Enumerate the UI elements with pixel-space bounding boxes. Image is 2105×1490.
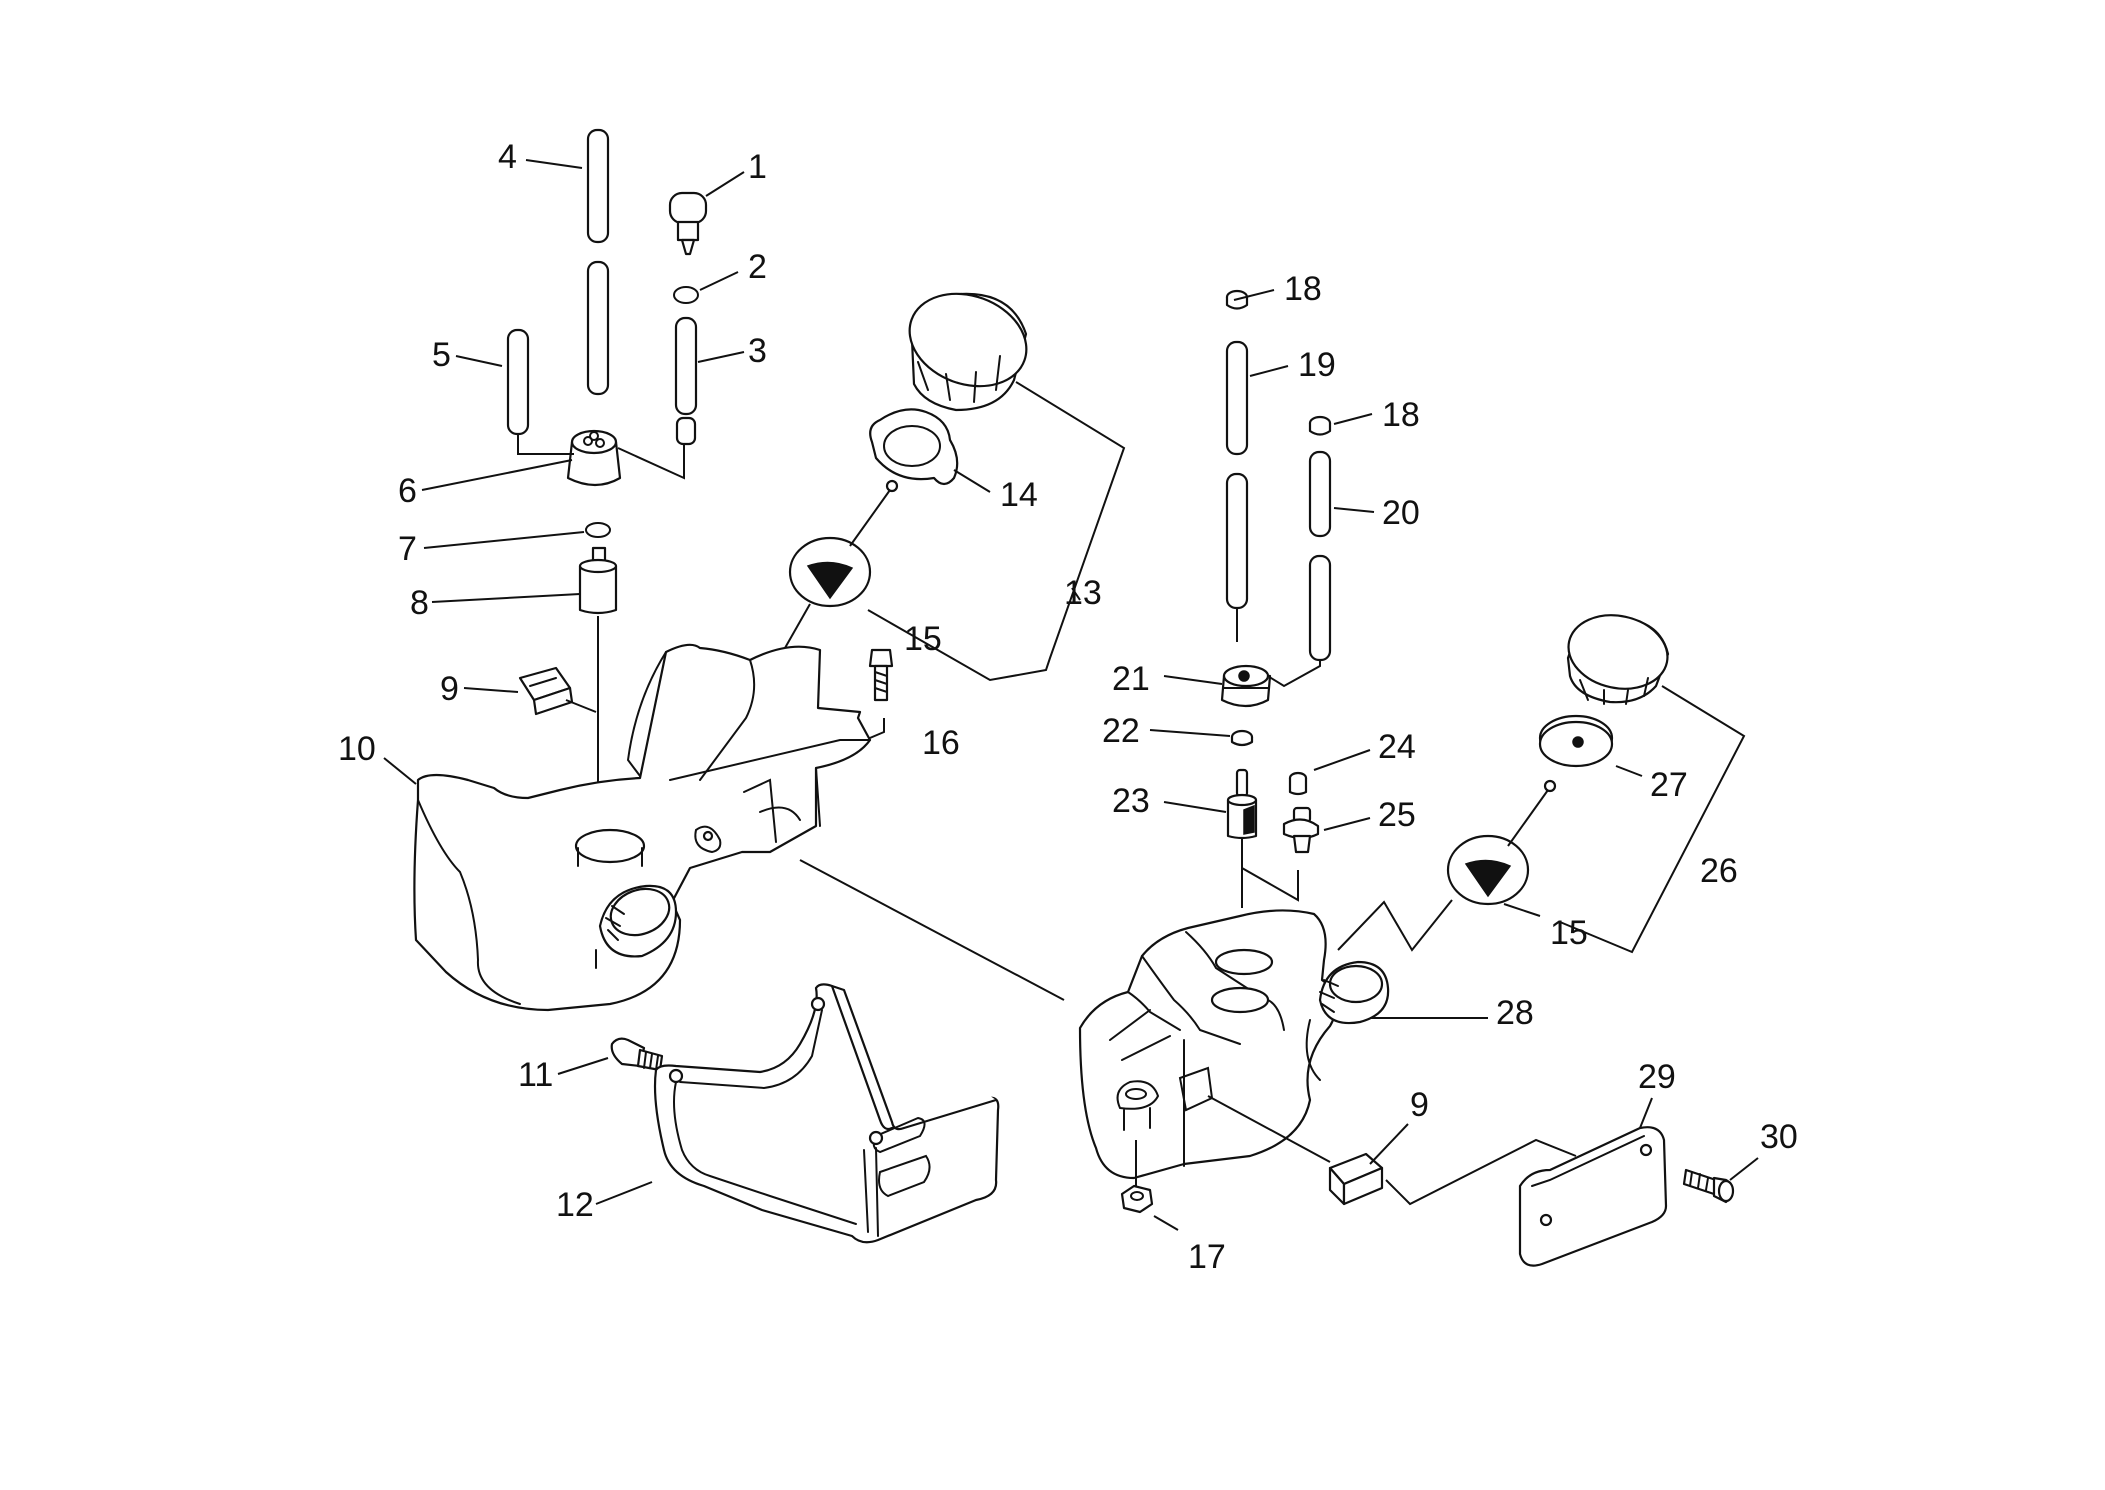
cap-retainer [869, 408, 959, 486]
callout-15b: 15 [1550, 914, 1588, 952]
connection-line [1207, 1095, 1331, 1163]
connection-line [517, 434, 574, 455]
connection-line [799, 859, 1065, 1001]
callout-9b: 9 [1410, 1086, 1429, 1124]
callout-7: 7 [398, 530, 417, 568]
callout-23: 23 [1112, 782, 1150, 820]
callout-19: 19 [1298, 346, 1336, 384]
callout-8: 8 [410, 584, 429, 622]
callout-20: 20 [1382, 494, 1420, 532]
hex-nut [1120, 1184, 1154, 1214]
callout-11: 11 [518, 1056, 553, 1094]
connection-line [565, 699, 597, 713]
callout-15a: 15 [904, 620, 942, 658]
callout-16: 16 [922, 724, 960, 762]
callout-24: 24 [1378, 728, 1416, 766]
connection-line [1385, 1138, 1577, 1206]
bolt [610, 1037, 664, 1072]
fuel-tank [1078, 909, 1390, 1180]
fuel-strainer [788, 479, 899, 608]
clip-ring [673, 286, 699, 304]
callout-17: 17 [1188, 1238, 1226, 1276]
connection-line [1257, 660, 1321, 688]
callout-6: 6 [398, 472, 417, 510]
callout-12: 12 [556, 1186, 594, 1224]
callout-18b: 18 [1382, 396, 1420, 434]
cap-gasket [1538, 714, 1614, 768]
bolt [1682, 1168, 1735, 1204]
connection-line [1241, 838, 1299, 902]
vent-valve [1282, 806, 1320, 854]
callout-26: 26 [1700, 852, 1738, 890]
primer-knob [668, 191, 708, 256]
fuel-cap [908, 292, 1028, 412]
callout-21: 21 [1112, 660, 1150, 698]
fuel-cap [1566, 614, 1670, 705]
fuel-line-grommet [566, 429, 622, 487]
leader-lines [383, 159, 1759, 1231]
fuel-line-return [674, 316, 698, 446]
damper-rubber [518, 666, 574, 716]
cover-plate [1518, 1126, 1668, 1267]
fuel-line-grommet [1220, 664, 1272, 708]
connection-line [1337, 899, 1453, 952]
callout-30: 30 [1760, 1118, 1798, 1156]
callout-14: 14 [1000, 476, 1038, 514]
guard-plate [653, 983, 1000, 1244]
callout-25: 25 [1378, 796, 1416, 834]
fuel-filter [1226, 768, 1258, 840]
callout-1: 1 [748, 148, 767, 186]
plug [1308, 415, 1332, 436]
callout-22: 22 [1102, 712, 1140, 750]
fuel-strainer [1446, 779, 1557, 906]
callout-2: 2 [748, 248, 767, 286]
tank-screw [868, 648, 894, 702]
fuel-line-short [506, 328, 530, 436]
connection-line [617, 444, 685, 480]
callout-4: 4 [498, 138, 517, 176]
callout-5: 5 [432, 336, 451, 374]
callout-27: 27 [1650, 766, 1688, 804]
callout-29: 29 [1638, 1058, 1676, 1096]
callout-28: 28 [1496, 994, 1534, 1032]
fuel-filter [578, 546, 618, 615]
fuel-line-long [1225, 340, 1249, 610]
fuel-line-long [586, 128, 610, 396]
fuel-tank [413, 643, 872, 1012]
o-ring [1230, 729, 1254, 747]
callout-13: 13 [1064, 574, 1102, 612]
o-ring [585, 522, 611, 538]
callout-18a: 18 [1284, 270, 1322, 308]
damper-rubber [1328, 1152, 1384, 1206]
fuel-line-return [1308, 450, 1332, 662]
callout-3: 3 [748, 332, 767, 370]
plug [1225, 289, 1249, 310]
callout-10: 10 [338, 730, 376, 768]
callout-labels: 1 2 3 4 5 6 7 8 9 10 11 12 13 14 15 16 1… [338, 138, 1798, 1276]
callout-9a: 9 [440, 670, 459, 708]
plug [1288, 771, 1308, 796]
